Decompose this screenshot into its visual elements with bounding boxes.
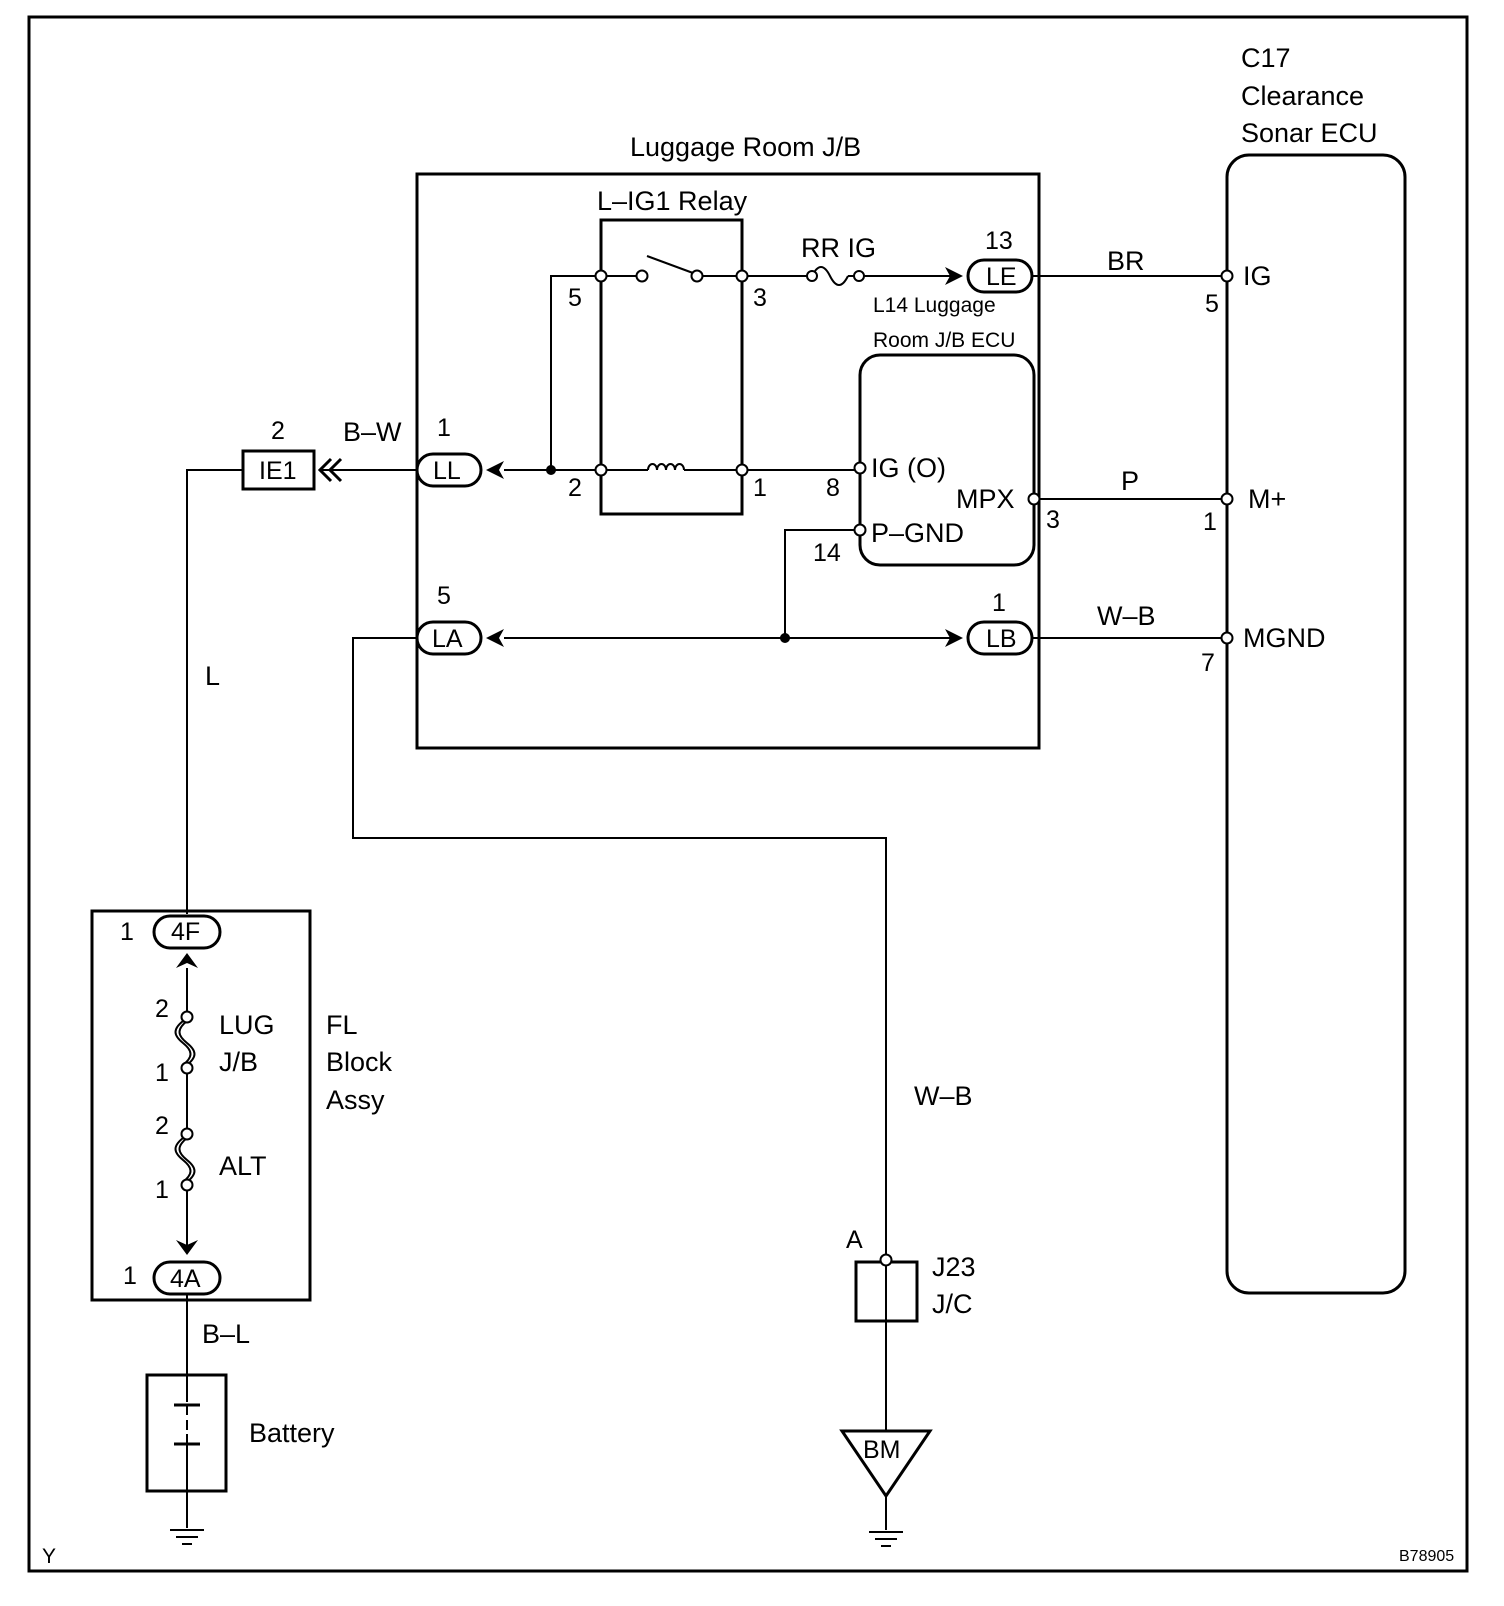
wire-b-l-label: B–L: [202, 1319, 250, 1349]
corner-code: Y: [42, 1545, 56, 1568]
luggage-jb-box: [415, 172, 1041, 750]
wire-w-b-bottom-label: W–B: [914, 1081, 973, 1111]
wire-w-b-top-label: W–B: [1097, 601, 1156, 631]
fuse-lug-pin-2: 2: [155, 995, 169, 1023]
connector-ie1-pin: 2: [271, 417, 285, 445]
relay-coil: [594, 463, 749, 477]
fuse-alt: [174, 1127, 197, 1192]
connector-ll-pin: 1: [437, 414, 451, 442]
connector-ie1-name: IE1: [259, 457, 297, 485]
sonar-m-plus-terminal: [1220, 492, 1234, 506]
ecu-mpx-terminal: [1027, 492, 1041, 506]
sonar-ig-label: IG: [1243, 261, 1272, 291]
wire-br-label: BR: [1107, 246, 1145, 276]
connector-ll-name: LL: [433, 457, 461, 485]
relay-pin-3: 3: [753, 284, 767, 312]
figure-id: B78905: [1399, 1548, 1454, 1565]
fuse-lug-label-1: LUG: [219, 1010, 275, 1040]
ecu-mpx-pin: 3: [1046, 506, 1060, 534]
fl-block-box: [90, 909, 312, 1302]
ground-point-bm: [839, 1429, 933, 1499]
connector-lb-name: LB: [986, 625, 1017, 653]
junction-j23-label-1: J23: [932, 1252, 976, 1282]
sonar-mgnd-label: MGND: [1243, 623, 1326, 653]
connector-lb-arrow: [945, 629, 963, 647]
connector-4a-name: 4A: [170, 1265, 201, 1293]
connector-lb-pin: 1: [992, 589, 1006, 617]
wire-p-label: P: [1121, 466, 1139, 496]
junction-pin-a: A: [846, 1226, 863, 1254]
ecu-l14-box: [858, 353, 1036, 567]
relay-box: [599, 218, 744, 516]
wire-l: [186, 469, 243, 914]
sonar-mgnd-pin: 7: [1201, 649, 1215, 677]
ground-point-bm-label: BM: [863, 1436, 901, 1464]
connector-4f-pin: 1: [120, 918, 134, 946]
connector-le-pin: 13: [985, 227, 1013, 255]
ground-icon: [869, 1496, 903, 1547]
fuse-lug-jb: [174, 1010, 197, 1075]
junction-j23-label-2: J/C: [932, 1289, 973, 1319]
ecu-p-gnd-terminal: [853, 523, 867, 537]
connector-4f-name: 4F: [171, 918, 200, 946]
luggage-jb-title: Luggage Room J/B: [630, 132, 861, 162]
sonar-m-plus-label: M+: [1248, 484, 1286, 514]
fl-block-label-2: Block: [326, 1047, 393, 1077]
ecu-ig-o-pin: 8: [826, 474, 840, 502]
ecu-l14-label-2: Room J/B ECU: [873, 329, 1015, 352]
connector-4f-arrow: [176, 953, 198, 968]
connector-la-pin: 5: [437, 582, 451, 610]
relay-title: L–IG1 Relay: [597, 186, 748, 216]
fuse-alt-label: ALT: [219, 1151, 267, 1181]
connector-le-name: LE: [986, 263, 1017, 291]
ecu-mpx-label: MPX: [956, 484, 1015, 514]
diagram-frame: [27, 15, 1469, 1573]
fl-block-label-3: Assy: [326, 1085, 385, 1115]
connector-4a-pin: 1: [123, 1262, 137, 1290]
sonar-m-plus-pin: 1: [1203, 508, 1217, 536]
relay-switch-contact: [594, 255, 749, 284]
fuse-rr-ig: [747, 266, 955, 286]
relay-pin-2: 2: [568, 474, 582, 502]
wire-w-b-bottom: [352, 637, 887, 1257]
connector-la-name: LA: [432, 625, 463, 653]
connector-4f: [152, 914, 222, 950]
ground-icon: [170, 1491, 204, 1545]
connector-4a-arrow: [176, 1240, 198, 1255]
ecu-ig-o-label: IG (O): [871, 453, 946, 483]
ecu-ig-o-terminal: [853, 461, 867, 475]
sonar-ecu-label-1: Clearance: [1241, 81, 1364, 111]
connector-ll-arrow: [486, 461, 504, 479]
sonar-ig-terminal: [1220, 269, 1234, 283]
splice-relay: [546, 465, 556, 475]
junction-j23-terminal: [879, 1253, 893, 1267]
sonar-ecu-box: [1225, 153, 1407, 1295]
connector-la-arrow: [486, 629, 504, 647]
wire-p-gnd: [784, 529, 855, 638]
fuse-rr-ig-label: RR IG: [801, 233, 876, 263]
ecu-p-gnd-label: P–GND: [871, 518, 964, 548]
sonar-mgnd-terminal: [1220, 631, 1234, 645]
battery-symbol: [174, 1375, 200, 1491]
fl-block-label-1: FL: [326, 1010, 358, 1040]
sonar-ig-pin: 5: [1205, 290, 1219, 318]
fuse-lug-pin-1: 1: [155, 1059, 169, 1087]
wire-b-w-label: B–W: [343, 417, 402, 447]
wire-relay-pin5: [550, 275, 596, 470]
relay-pin-1: 1: [753, 474, 767, 502]
battery-label: Battery: [249, 1418, 335, 1448]
fuse-alt-pin-1: 1: [155, 1176, 169, 1204]
fuse-lug-label-2: J/B: [219, 1047, 258, 1077]
fuse-alt-pin-2: 2: [155, 1112, 169, 1140]
relay-pin-5: 5: [568, 284, 582, 312]
wire-l-label: L: [205, 661, 220, 691]
ecu-l14-label-1: L14 Luggage: [873, 294, 996, 317]
ecu-p-gnd-pin: 14: [813, 539, 841, 567]
sonar-ecu-label-2: Sonar ECU: [1241, 118, 1378, 148]
connector-le-arrow: [945, 267, 963, 285]
sonar-ecu-id: C17: [1241, 43, 1291, 73]
